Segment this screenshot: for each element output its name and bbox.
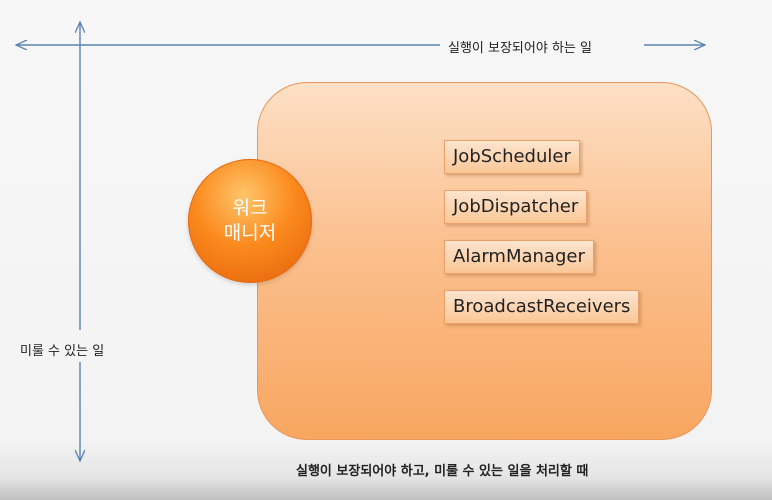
- api-box-jobscheduler: JobScheduler: [444, 140, 580, 174]
- bottom-shadow: [0, 478, 772, 500]
- api-box-alarmmanager: AlarmManager: [444, 240, 594, 274]
- work-manager-label-line2: 매니저: [223, 222, 277, 244]
- left-axis-label: 미룰 수 있는 일: [20, 344, 105, 359]
- work-manager-circle: 워크 매니저: [188, 159, 312, 283]
- api-box-broadcastreceivers: BroadcastReceivers: [444, 290, 640, 324]
- diagram-caption: 실행이 보장되어야 하고, 미룰 수 있는 일을 처리할 때: [296, 464, 589, 479]
- work-manager-label-line1: 워크: [232, 197, 268, 219]
- api-box-jobdispatcher: JobDispatcher: [444, 190, 588, 224]
- top-axis-label: 실행이 보장되어야 하는 일: [448, 41, 592, 56]
